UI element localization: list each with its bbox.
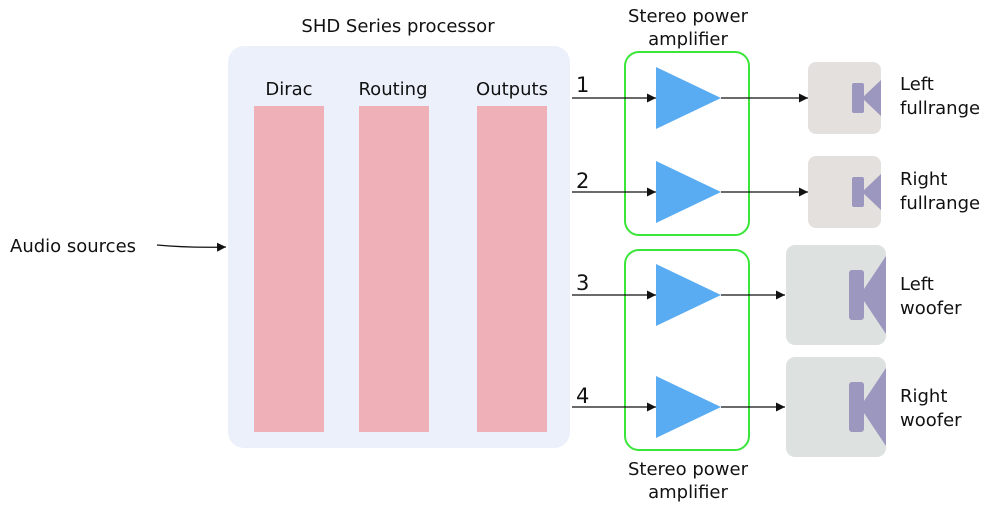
outputs-block [477,106,547,432]
channel-number-2: 2 [576,169,589,193]
block-label-routing: Routing [358,79,427,100]
block-label-dirac: Dirac [265,79,312,100]
speaker-4-label-line1: Right [900,386,947,407]
input-arrow [156,242,227,252]
amp-top-label-line1: Stereo power [628,6,749,27]
speaker-3-label-line2: woofer [900,298,962,319]
speaker-right-fullrange [808,156,881,228]
amplifier-triangle-4 [656,376,721,438]
speaker-1-label-line1: Left [900,74,934,95]
routing-block [359,106,429,432]
channel-number-4: 4 [576,384,589,408]
speaker-2-label-line1: Right [900,169,947,190]
audio-sources-label: Audio sources [10,236,136,257]
amplifier-group-bottom [624,249,750,451]
amp-bottom-label-line1: Stereo power [628,459,749,480]
speaker-box [808,156,881,228]
speaker-1-label-line2: fullrange [900,98,980,119]
amplifier-triangle-2 [656,161,721,223]
speaker-left-woofer [786,245,886,345]
speaker-icon [849,256,886,334]
amp-top-label-line2: amplifier [648,29,728,50]
speaker-icon [852,174,881,210]
speaker-left-fullrange [808,62,881,134]
amplifier-group-top [624,51,750,236]
speaker-box [808,62,881,134]
channel-number-1: 1 [576,73,589,97]
speaker-icon [852,80,881,116]
speaker-icon [849,368,886,446]
block-label-outputs: Outputs [476,79,548,100]
amplifier-triangle-1 [656,67,721,129]
speaker-3-label-line1: Left [900,274,934,295]
speaker-2-label-line2: fullrange [900,193,980,214]
channel-number-3: 3 [576,271,589,295]
amp-bottom-label-line2: amplifier [648,482,728,503]
amplifier-triangle-3 [656,264,721,326]
speaker-4-label-line2: woofer [900,410,962,431]
processor-title: SHD Series processor [301,16,495,37]
speaker-right-woofer [786,357,886,457]
dirac-block [254,106,324,432]
